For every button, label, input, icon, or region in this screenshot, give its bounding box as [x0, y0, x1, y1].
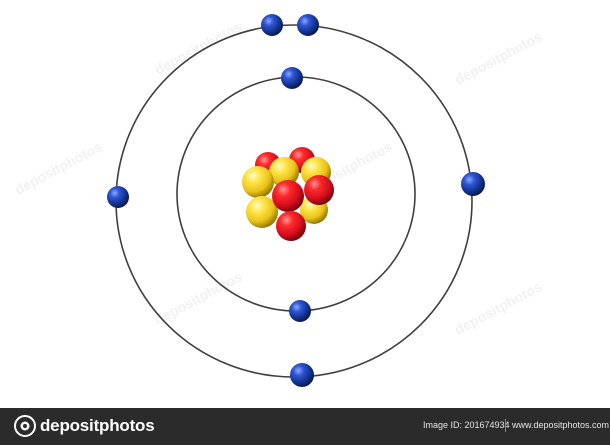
footer-divider [505, 419, 506, 432]
image-id: Image ID: 201674934 [423, 420, 510, 430]
brand-camera-icon [14, 415, 36, 437]
neutron [242, 166, 274, 198]
electron-outer-right [461, 172, 485, 196]
neutron [246, 196, 278, 228]
electron-outer-top-right [297, 14, 319, 36]
neutron [269, 157, 299, 187]
electron-outer-left [107, 186, 129, 208]
nucleus [242, 147, 334, 241]
brand-name: depositphotos [40, 416, 155, 435]
atom-illustration [107, 14, 485, 387]
electron-inner-top [281, 67, 303, 89]
stock-footer-bar: depositphotos Image ID: 201674934 www.de… [0, 408, 610, 445]
electron-outer-top-left [261, 14, 283, 36]
proton [276, 211, 306, 241]
electron-outer-bottom [290, 363, 314, 387]
proton [304, 175, 334, 205]
site-url-link[interactable]: www.depositphotos.com [512, 420, 610, 430]
proton [272, 180, 304, 212]
brand-logo[interactable]: depositphotos [14, 414, 155, 438]
electron-inner-bottom [289, 300, 311, 322]
